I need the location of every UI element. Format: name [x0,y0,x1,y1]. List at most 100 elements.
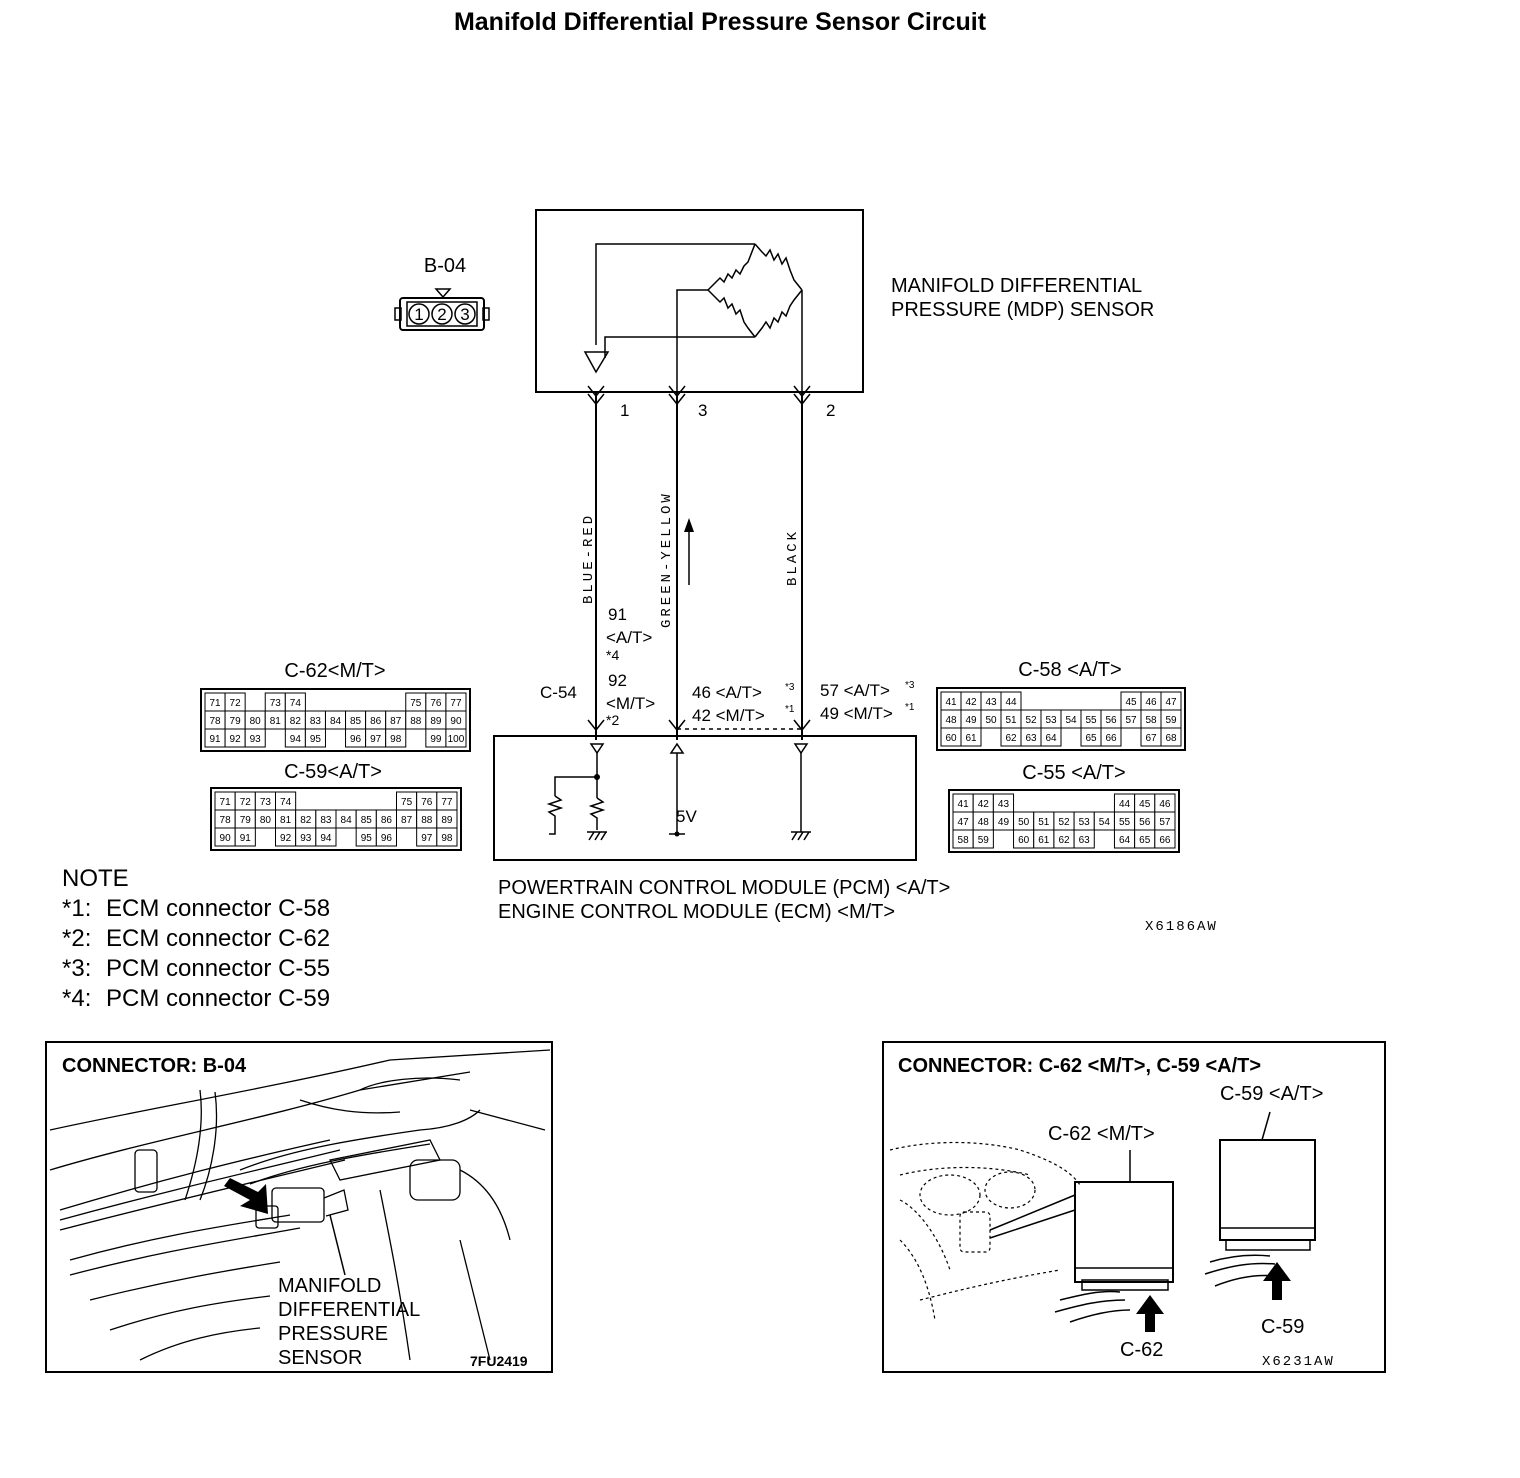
wire1-pin-mt-tag: <M/T> [606,694,655,713]
b04-pin-2: 2 [437,305,446,324]
c62-arrow-icon [1136,1295,1164,1332]
c55-connector-title: C-55 <A/T> [1022,762,1125,784]
c59-pin-76: 76 [421,797,433,808]
note-item-2-text: ECM connector C-62 [106,925,330,952]
wire-1-color-label: BLUE-RED [581,513,597,604]
mdp-sensor: MANIFOLD DIFFERENTIAL PRESSURE (MDP) SEN… [535,209,1154,393]
c59-arrow-label: C-59 [1261,1316,1304,1338]
c58-pin-42: 42 [965,697,977,708]
c58-pin-68: 68 [1165,733,1177,744]
c55-pin-61: 61 [1038,835,1050,846]
c59-pin-77: 77 [441,797,453,808]
c55-pin-44: 44 [1119,799,1131,810]
c62-pin-99: 99 [430,734,442,745]
c55-pin-58: 58 [958,835,970,846]
pcm-box [493,735,917,861]
b04-panel-label-line4: SENSOR [278,1347,362,1369]
b04-pin-1: 1 [414,305,423,324]
c62-pin-91: 91 [209,734,221,745]
c59-pin-91: 91 [240,833,252,844]
note-heading: NOTE [62,865,129,892]
wires [587,385,811,740]
c58-pin-67: 67 [1145,733,1157,744]
c58-pin-45: 45 [1125,697,1137,708]
mdp-sensor-label-line1: MANIFOLD DIFFERENTIAL [891,275,1142,297]
connector-c62-c59-panel-frame [882,1041,1386,1373]
c55-pin-48: 48 [978,817,990,828]
note-item-4-text: PCM connector C-59 [106,985,330,1012]
pcm-voltage-label: 5V [676,807,697,826]
note-block: NOTE *1: ECM connector C-58 *2: ECM conn… [62,865,330,1012]
wire1-pin-at-star: *4 [606,647,619,663]
resistor-bridge [583,243,803,392]
c62-drawing-label: C-62 <M/T> [1048,1123,1155,1145]
c59-pin-87: 87 [401,815,413,826]
pcm-module: 5V [493,735,917,861]
c59-pin-84: 84 [341,815,353,826]
c58-pin-51: 51 [1005,715,1017,726]
c59-pin-80: 80 [260,815,272,826]
c58-connector-title: C-58 <A/T> [1018,659,1121,681]
c59-pin-81: 81 [280,815,292,826]
c62-pin-83: 83 [310,716,322,727]
c55-pin-63: 63 [1079,835,1091,846]
c58-pin-58: 58 [1145,715,1157,726]
wire2-pin-at: 57 <A/T> [820,681,890,700]
terminal-3-label: 3 [698,401,707,420]
c59-pin-96: 96 [381,833,393,844]
c58-pin-59: 59 [1165,715,1177,726]
c58-pin-64: 64 [1045,733,1057,744]
c59-pin-95: 95 [361,833,373,844]
c58-pin-63: 63 [1025,733,1037,744]
c59-pin-89: 89 [441,815,453,826]
c55-pin-52: 52 [1058,817,1070,828]
c55-pin-41: 41 [958,799,970,810]
c58-pin-52: 52 [1025,715,1037,726]
c55-pin-55: 55 [1119,817,1131,828]
c58-pin-43: 43 [985,697,997,708]
c55-pin-45: 45 [1139,799,1151,810]
c62-pin-79: 79 [230,716,242,727]
c62-pin-81: 81 [270,716,282,727]
c58-pin-62: 62 [1005,733,1017,744]
b04-panel-label-line3: PRESSURE [278,1323,388,1345]
c62-pin-93: 93 [250,734,262,745]
c58-pin-53: 53 [1045,715,1057,726]
c59-pin-72: 72 [240,797,252,808]
c59-pin-73: 73 [260,797,272,808]
ecm-label-line2: ENGINE CONTROL MODULE (ECM) <M/T> [498,901,895,923]
c59-pin-86: 86 [381,815,393,826]
c59-pin-71: 71 [220,797,232,808]
pcm-label-line1: POWERTRAIN CONTROL MODULE (PCM) <A/T> [498,877,950,899]
c55-pin-59: 59 [978,835,990,846]
c58-pin-57: 57 [1125,715,1137,726]
c59-pin-94: 94 [320,833,332,844]
c62-pin-95: 95 [310,734,322,745]
c62-pin-98: 98 [390,734,402,745]
c55-pin-60: 60 [1018,835,1030,846]
wire2-pin-at-star: *3 [905,680,915,691]
c59-pin-74: 74 [280,797,292,808]
wire2-pin-mt: 49 <M/T> [820,704,893,723]
c58-pin-66: 66 [1105,733,1117,744]
c62-pin-90: 90 [450,716,462,727]
b04-connector-diagram: B-04 1 2 3 [394,255,490,331]
engine-bay-illustration [49,1049,551,1361]
c55-pin-54: 54 [1099,817,1111,828]
c62-pin-72: 72 [230,698,242,709]
c58-pin-50: 50 [985,715,997,726]
c62-pin-87: 87 [390,716,402,727]
c58-pin-44: 44 [1005,697,1017,708]
c58-pin-48: 48 [945,715,957,726]
c62-pin-94: 94 [290,734,302,745]
b04-arrow-icon [224,1178,268,1214]
c62-arrow-label: C-62 [1120,1339,1163,1361]
c55-pin-42: 42 [978,799,990,810]
c59-connector-drawing [1219,1139,1316,1241]
c59-pin-79: 79 [240,815,252,826]
c62-pin-78: 78 [209,716,221,727]
c59-pin-75: 75 [401,797,413,808]
wire3-pin-mt-star: *1 [785,704,795,715]
